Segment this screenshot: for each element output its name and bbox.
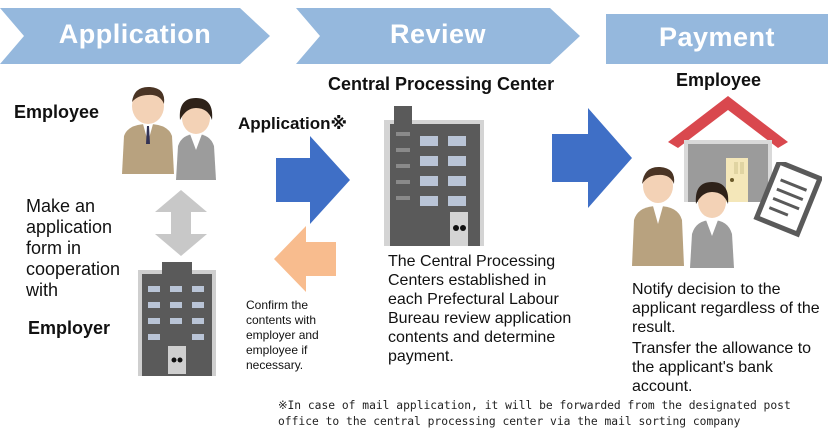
center-title: Central Processing Center	[328, 74, 555, 94]
banner-application-label: Application	[58, 19, 212, 49]
banner-payment: Payment	[606, 14, 828, 70]
forward-arrow-icon	[276, 136, 350, 224]
footnote-line-1: ※In case of mail application, it will be…	[278, 399, 791, 412]
building-icon	[384, 106, 484, 246]
right-employee-label: Employee	[676, 70, 762, 90]
notify-text: Notify decision to the applicant regardl…	[632, 281, 820, 336]
banner-application-shape	[0, 8, 270, 64]
application-arrow-label: Application※	[238, 114, 348, 133]
document-icon	[753, 162, 822, 238]
center-description: The Central Processing Centers establish…	[388, 253, 572, 365]
transfer-text: Transfer the allowance to the applicant'…	[632, 340, 812, 395]
house-icon	[668, 96, 788, 202]
banner-payment-label: Payment	[658, 22, 776, 52]
banner-review-label: Review	[389, 19, 487, 49]
person-icon	[122, 86, 216, 180]
banner-application: Application	[0, 8, 270, 64]
left-employee-label: Employee	[14, 102, 100, 122]
person-icon	[632, 166, 734, 268]
make-form-text: Make an application form in cooperation …	[26, 196, 121, 300]
left-employer-label: Employer	[28, 318, 111, 338]
banner-review-shape	[296, 8, 580, 64]
back-arrow-icon	[274, 226, 336, 292]
banner-review: Review	[296, 8, 580, 64]
banner-payment-shape	[606, 14, 828, 64]
footnote-line-2: office to the central processing center …	[278, 415, 741, 428]
forward-arrow-icon	[552, 108, 632, 208]
confirm-text: Confirm the contents with employer and e…	[246, 298, 319, 372]
building-icon	[138, 262, 216, 376]
double-arrow-icon	[155, 190, 207, 256]
